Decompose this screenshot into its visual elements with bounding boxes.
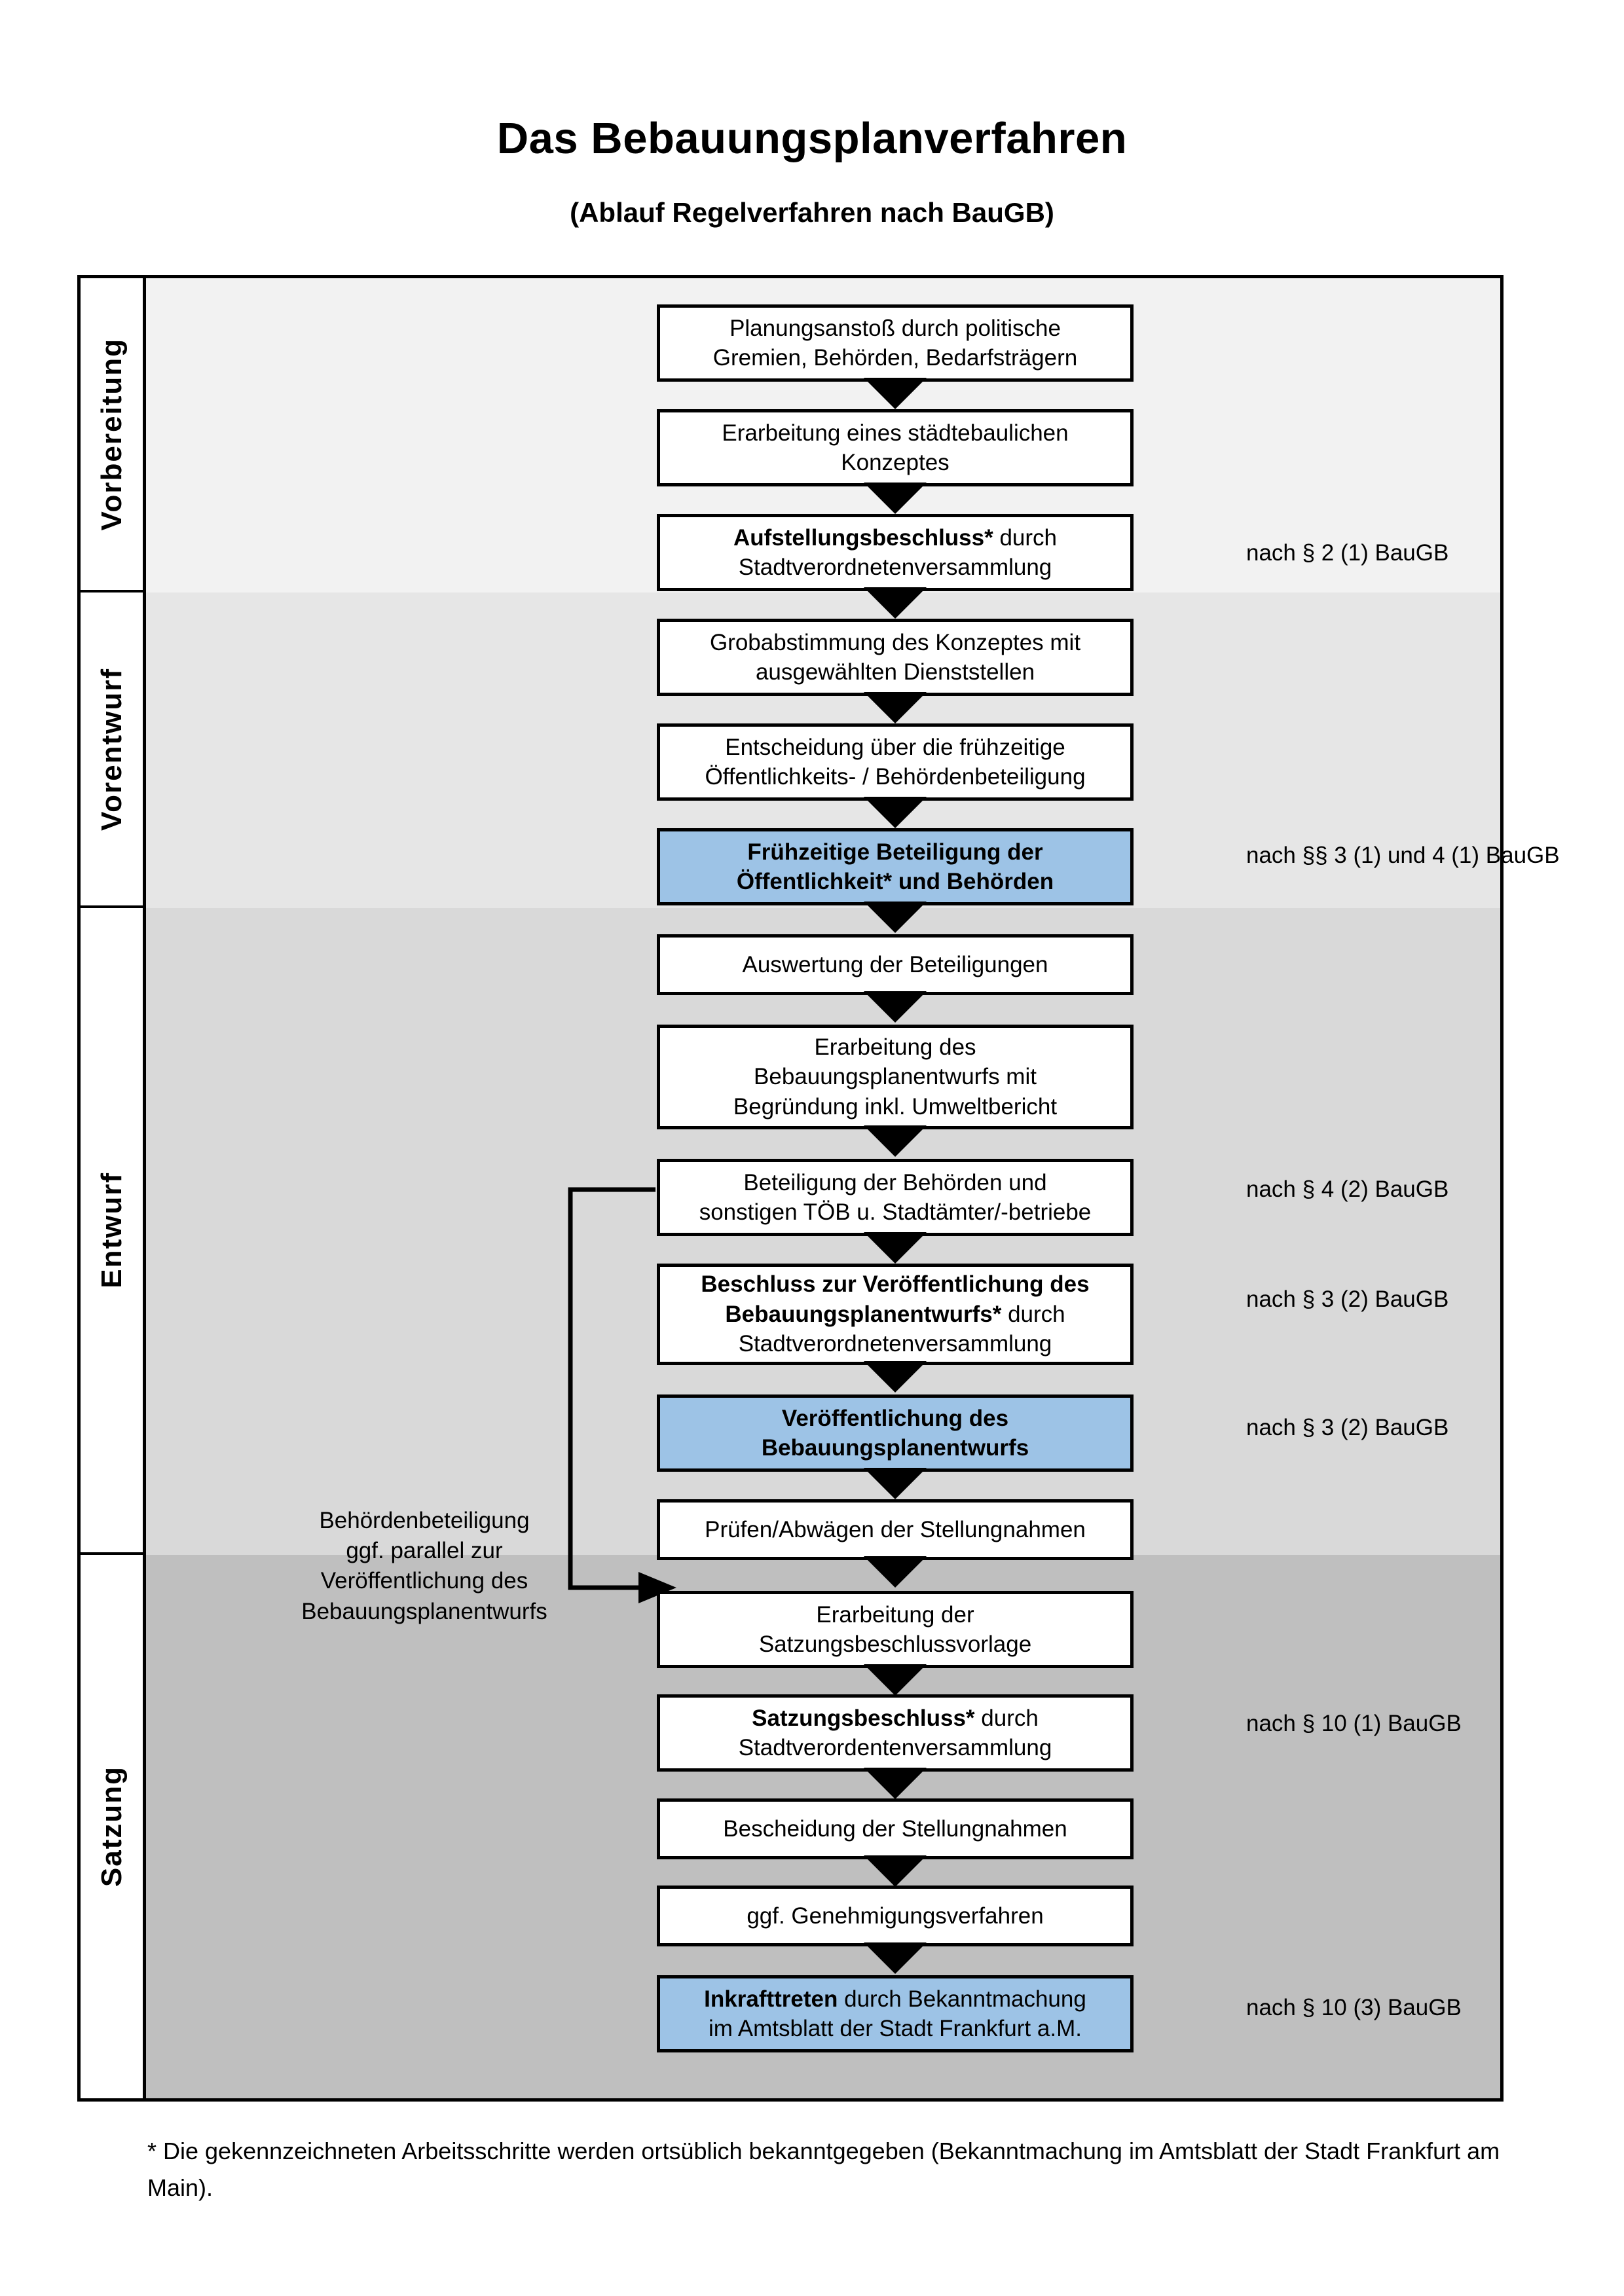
flow-arrow-down [864, 1232, 927, 1264]
flow-node-line: Planungsanstoß durch politische [729, 315, 1061, 341]
sidenote-note-par3-2-a: nach § 3 (2) BauGB [1246, 1286, 1449, 1312]
title-block: Das Bebauungsplanverfahren (Ablauf Regel… [0, 115, 1624, 228]
flow-node-line: Bescheidung der Stellungnahmen [723, 1815, 1067, 1842]
flow-node-line: Inkrafttreten durch Bekanntmachung [704, 1986, 1086, 2012]
flow-arrow-down [864, 483, 927, 514]
sidenote-note-par10-3: nach § 10 (3) BauGB [1246, 1995, 1462, 2020]
flow-node-line: Aufstellungsbeschluss* durch [733, 524, 1058, 551]
flow-node-line: Bebauungsplanentwurfs [761, 1435, 1029, 1461]
flow-node-line: Konzeptes [841, 450, 950, 475]
flow-node-line: Satzungsbeschluss* durch [752, 1705, 1039, 1731]
flow-node-beteiligung-behoerden-toeb: Beteiligung der Behörden und sonstigen TÖ… [657, 1159, 1134, 1236]
sidenote-note-par4-2: nach § 4 (2) BauGB [1246, 1176, 1449, 1202]
flow-arrow-down [864, 1664, 927, 1696]
flow-arrow-down [864, 991, 927, 1023]
flow-node-line: Prüfen/Abwägen der Stellungnahmen [705, 1516, 1086, 1542]
flow-arrow-down [864, 902, 927, 933]
flow-arrow-down [864, 1855, 927, 1887]
flow-node-line: Stadtverordnetenversammlung [738, 1331, 1052, 1357]
footnote: * Die gekennzeichneten Arbeitsschritte w… [147, 2138, 1500, 2201]
flow-arrow-down [864, 692, 927, 723]
bypass-note-line: Bebauungsplanentwurfs [301, 1598, 547, 1624]
flow-arrow-down [864, 1768, 927, 1799]
flow-node-line: im Amtsblatt der Stadt Frankfurt a.M. [709, 2016, 1082, 2041]
flow-node-pruefen-abwaegen: Prüfen/Abwägen der Stellungnahmen [657, 1499, 1134, 1560]
flow-node-line: Stadtverordentenversammlung [738, 1735, 1052, 1760]
sidenote-note-par10-1: nach § 10 (1) BauGB [1246, 1711, 1462, 1736]
flow-arrow-down [864, 1468, 927, 1499]
flow-node-line: Beschluss zur Veröffentlichung des [701, 1271, 1090, 1298]
flow-node-auswertung-beteiligungen: Auswertung der Beteiligungen [657, 934, 1134, 995]
flow-node-line: Satzungsbeschlussvorlage [758, 1631, 1032, 1657]
phase-cell-vorentwurf: Vorentwurf [81, 592, 143, 908]
flow-node-line: Veröffentlichung des [781, 1405, 1009, 1431]
flow-node-line: Bebauungsplanentwurfs* durch [725, 1301, 1065, 1327]
flow-node-line: Öffentlichkeit* und Behörden [736, 869, 1054, 894]
flow-node-bescheidung-stellungnahmen: Bescheidung der Stellungnahmen [657, 1798, 1134, 1859]
flow-node-line: ausgewählten Dienststellen [755, 659, 1035, 685]
bypass-note-line: ggf. parallel zur [346, 1538, 503, 1564]
sidenote-note-par3-1-4-1: nach §§ 3 (1) und 4 (1) BauGB [1246, 843, 1560, 868]
flow-arrow-down [864, 797, 927, 828]
phase-cell-entwurf: Entwurf [81, 908, 143, 1555]
flow-node-line: Beteiligung der Behörden und [743, 1169, 1047, 1195]
page-title: Das Bebauungsplanverfahren [496, 114, 1128, 163]
bypass-note-line: Behördenbeteiligung [319, 1508, 530, 1533]
flow-node-line: Auswertung der Beteiligungen [742, 951, 1048, 977]
sidenote-note-par3-2-b: nach § 3 (2) BauGB [1246, 1415, 1449, 1440]
flow-node-line: Bebauungsplanentwurfs mit [754, 1064, 1037, 1090]
phase-cell-vorbereitung: Vorbereitung [81, 278, 143, 592]
flow-node-line: Erarbeitung des [814, 1034, 976, 1060]
flow-arrow-down [864, 1125, 927, 1157]
flow-node-grobabstimmung: Grobabstimmung des Konzeptes mit ausgewäh… [657, 619, 1134, 696]
sidenote-note-par2: nach § 2 (1) BauGB [1246, 540, 1449, 566]
flow-node-line: ggf. Genehmigungsverfahren [747, 1903, 1044, 1929]
flow-node-line: Frühzeitige Beteiligung der [747, 839, 1043, 865]
page-subtitle: (Ablauf Regelverfahren nach BauGB) [570, 196, 1054, 228]
flow-arrow-down [864, 1556, 927, 1588]
flow-node-line: Erarbeitung der [816, 1601, 974, 1628]
flow-node-inkrafttreten: Inkrafttreten durch Bekanntmachung im Amt… [657, 1975, 1134, 2052]
flow-node-line: Stadtverordnetenversammlung [738, 555, 1052, 580]
flow-node-line: Erarbeitung eines städtebaulichen [722, 420, 1069, 446]
flow-arrow-down [864, 587, 927, 619]
flow-node-line: Entscheidung über die frühzeitige [725, 734, 1065, 760]
flow-node-line: Grobabstimmung des Konzeptes mit [709, 629, 1081, 655]
flow-arrow-down [864, 1942, 927, 1974]
flow-arrow-down [864, 1361, 927, 1393]
flow-arrow-down [864, 378, 927, 409]
flow-node-genehmigungsverfahren: ggf. Genehmigungsverfahren [657, 1886, 1134, 1946]
flow-node-line: Gremien, Behörden, Bedarfsträgern [712, 345, 1078, 371]
flow-node-line: sonstigen TÖB u. Stadtämter/-betriebe [699, 1199, 1092, 1225]
flow-node-line: Begründung inkl. Umweltbericht [733, 1093, 1058, 1120]
bypass-note-line: Veröffentlichung des [320, 1568, 528, 1594]
flow-node-line: Öffentlichkeits- / Behördenbeteiligung [705, 764, 1086, 790]
